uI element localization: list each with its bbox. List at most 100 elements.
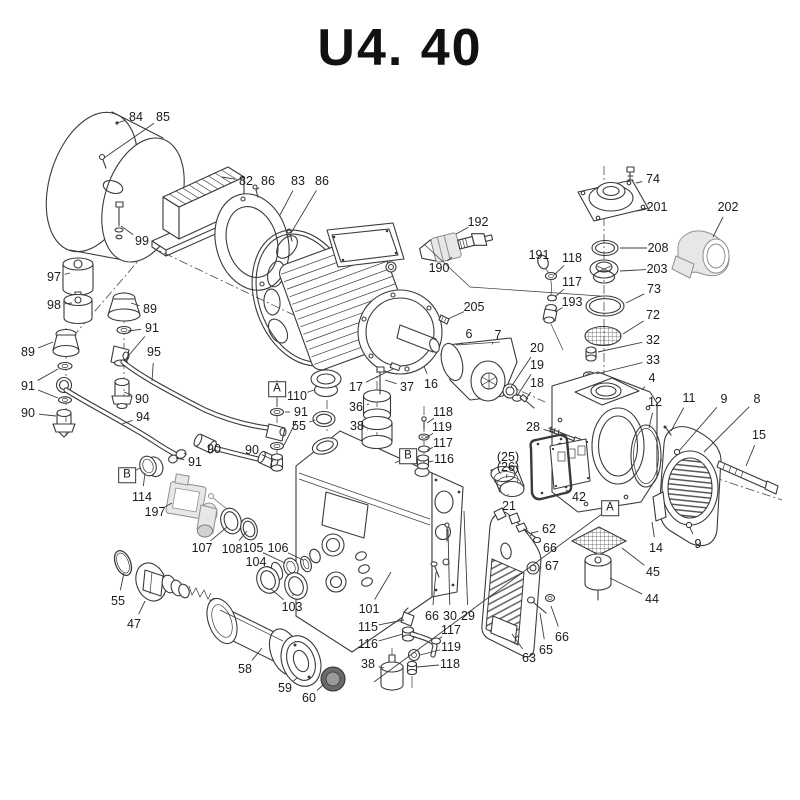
part-label-85: 85 xyxy=(156,109,170,124)
part-label-25: (25) xyxy=(496,449,520,464)
part-label-32: 32 xyxy=(646,332,660,347)
part-label-26: (26) xyxy=(496,459,520,474)
part-label-118: 118 xyxy=(562,250,582,265)
part-label-38: 38 xyxy=(361,656,375,671)
part-label-14: 14 xyxy=(649,540,663,555)
page-title: U4. 40 xyxy=(317,19,483,77)
part-label-86: 86 xyxy=(315,173,329,188)
part-label-63: 63 xyxy=(522,650,536,665)
part-label-95: 95 xyxy=(147,344,161,359)
part-label-89: 89 xyxy=(143,301,157,316)
part-label-74: 74 xyxy=(646,171,660,186)
part-label-192: 192 xyxy=(467,214,489,229)
part-label-108: 108 xyxy=(221,541,243,556)
cable-gland-190-192 xyxy=(419,232,601,297)
oil-valve-47-assembly xyxy=(113,549,233,617)
part-label-47: 47 xyxy=(127,616,141,631)
part-label-89: 89 xyxy=(21,344,35,359)
part-label-55: 55 xyxy=(111,593,125,608)
part-label-90: 90 xyxy=(21,405,35,420)
part-label-193: 193 xyxy=(561,294,583,309)
part-label-107: 107 xyxy=(191,540,213,555)
drain-stack-115-119 xyxy=(400,607,442,688)
part-label-21: 21 xyxy=(502,498,516,513)
part-label-190: 190 xyxy=(428,260,450,275)
part-label-97: 97 xyxy=(47,269,61,284)
part-label-91: 91 xyxy=(21,378,35,393)
oil-return-pipes-94-95 xyxy=(63,359,279,478)
part-label-15: 15 xyxy=(752,427,766,442)
part-label-201: 201 xyxy=(646,199,668,214)
part-label-11: 11 xyxy=(682,390,696,405)
oil-filter-58-59-60 xyxy=(206,597,346,692)
part-label-7: 7 xyxy=(494,327,502,342)
part-label-58: 58 xyxy=(238,661,252,676)
part-label-42: 42 xyxy=(572,489,586,504)
cover-hood-84 xyxy=(45,111,185,263)
part-label-30: 30 xyxy=(443,608,457,623)
part-label-115: 115 xyxy=(358,619,378,634)
view-marker-a: A xyxy=(601,500,619,516)
part-label-90: 90 xyxy=(245,442,259,457)
part-label-66: 66 xyxy=(555,629,569,644)
part-label-116: 116 xyxy=(434,451,454,466)
electric-motor xyxy=(278,222,443,375)
part-label-83: 83 xyxy=(291,173,305,188)
long-bolt-15 xyxy=(716,460,779,495)
part-label-16: 16 xyxy=(424,376,438,391)
part-label-205: 205 xyxy=(463,299,485,314)
part-label-197: 197 xyxy=(144,504,166,519)
part-label-91: 91 xyxy=(294,404,308,419)
part-label-98: 98 xyxy=(47,297,61,312)
part-label-91: 91 xyxy=(145,320,159,335)
part-label-118: 118 xyxy=(440,656,460,671)
mesh-screen-45 xyxy=(570,526,628,556)
part-label-101: 101 xyxy=(358,601,380,616)
thermal-switch-191-193 xyxy=(537,254,564,351)
part-label-59: 59 xyxy=(278,680,292,695)
o-ring-12 xyxy=(630,424,662,488)
view-marker-a: A xyxy=(268,381,286,397)
part-label-28: 28 xyxy=(526,419,540,434)
exhaust-elbow-202 xyxy=(671,230,730,279)
part-label-72: 72 xyxy=(646,307,660,322)
part-label-4: 4 xyxy=(648,370,656,385)
part-label-18: 18 xyxy=(530,375,544,390)
part-label-55: 55 xyxy=(292,418,306,433)
coupling-sleeve-6-7 xyxy=(440,337,535,409)
pump-body-101 xyxy=(295,430,464,691)
part-label-45: 45 xyxy=(646,564,660,579)
part-label-117: 117 xyxy=(562,274,582,289)
part-label-105: 105 xyxy=(242,540,264,555)
part-label-118: 118 xyxy=(433,404,453,419)
part-label-84: 84 xyxy=(129,109,143,124)
gasket-42-and-valve-plate xyxy=(529,433,591,501)
part-label-114: 114 xyxy=(132,489,152,504)
louvered-cover-63 xyxy=(481,507,556,658)
part-label-9: 9 xyxy=(720,391,728,406)
part-label-117: 117 xyxy=(441,622,461,637)
part-label-8: 8 xyxy=(753,391,761,406)
part-label-99: 99 xyxy=(135,233,149,248)
exhaust-valve-head-stack xyxy=(577,166,649,379)
end-cover-8 xyxy=(652,425,722,547)
part-label-191: 191 xyxy=(528,247,550,262)
muffler-44 xyxy=(584,553,612,601)
part-label-65: 65 xyxy=(539,642,553,657)
part-label-90: 90 xyxy=(207,441,221,456)
part-label-12: 12 xyxy=(648,394,662,409)
part-label-208: 208 xyxy=(647,240,669,255)
part-label-91: 91 xyxy=(188,454,202,469)
part-label-62: 62 xyxy=(542,521,556,536)
part-label-60: 60 xyxy=(302,690,316,705)
part-label-66: 66 xyxy=(543,540,557,555)
part-label-106: 106 xyxy=(267,540,289,555)
part-label-94: 94 xyxy=(136,409,150,424)
part-label-36: 36 xyxy=(349,399,363,414)
part-label-103: 103 xyxy=(281,599,303,614)
view-marker-b: B xyxy=(399,448,417,464)
part-label-119: 119 xyxy=(441,639,461,654)
